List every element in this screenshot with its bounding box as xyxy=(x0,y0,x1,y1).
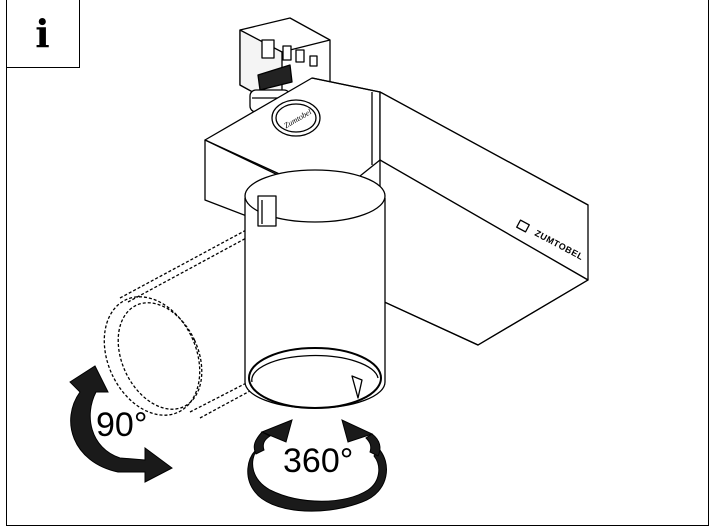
tilt-angle-label: 90° xyxy=(96,406,147,444)
info-icon: i xyxy=(35,11,50,56)
tilt-arrow-icon xyxy=(69,365,173,483)
info-badge: i xyxy=(6,0,80,68)
spot-head-cylinder xyxy=(244,169,386,409)
rotate-angle-label: 360° xyxy=(283,442,353,480)
rotate-arrow-icon xyxy=(247,419,387,512)
diagram-frame xyxy=(6,0,709,526)
